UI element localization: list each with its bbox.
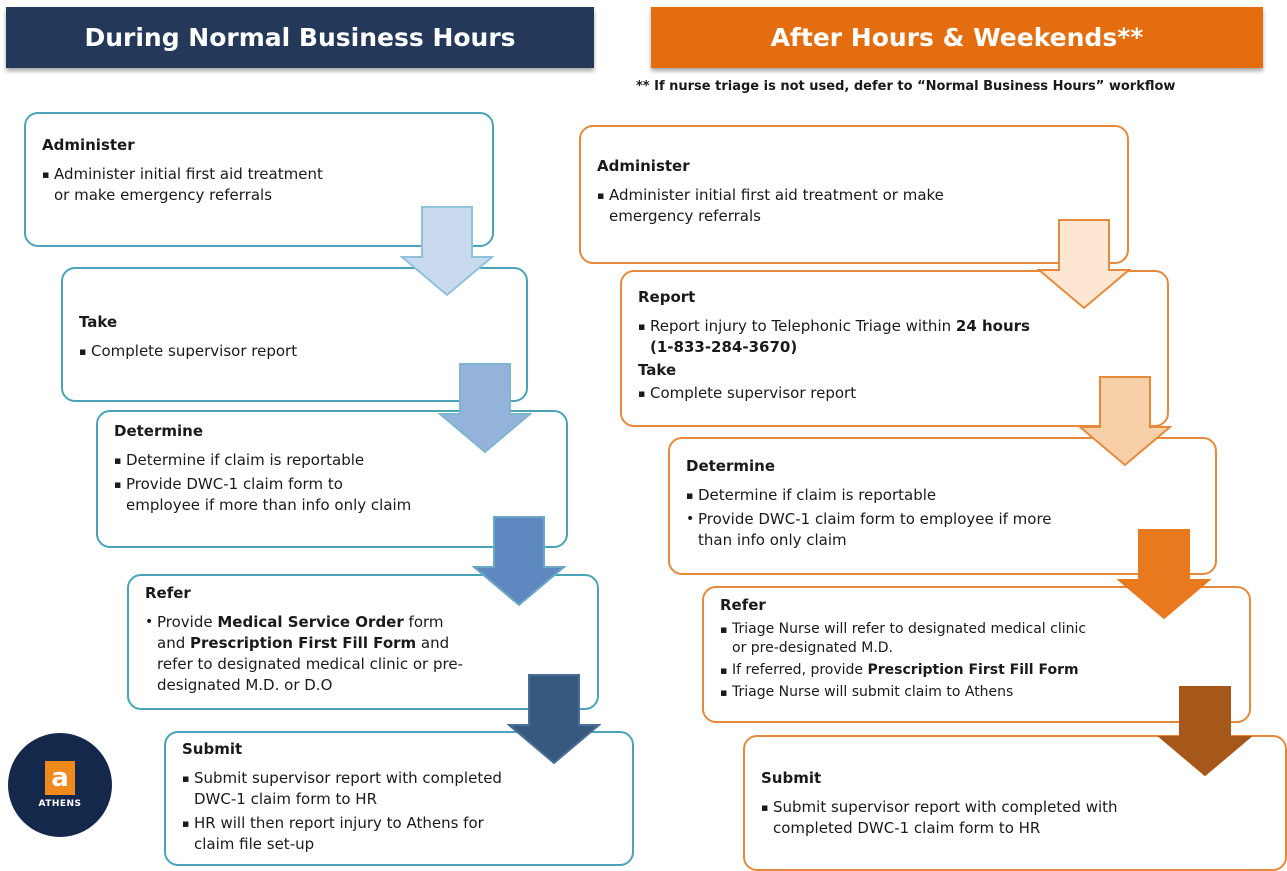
box-heading: Administer (597, 157, 690, 175)
down-arrow-icon (400, 206, 494, 297)
text-span: If referred, provide (732, 662, 868, 678)
box-heading: Refer (145, 584, 191, 602)
down-arrow-icon (1117, 529, 1211, 620)
left-determine-box: Determine Determine if claim is reportab… (96, 410, 568, 548)
right-administer-box: Administer Administer initial first aid … (579, 125, 1129, 264)
list-item: Report injury to Telephonic Triage withi… (638, 316, 1040, 358)
list-item: Determine if claim is reportable (686, 485, 1199, 506)
down-arrow-icon (438, 363, 532, 454)
text-span: Report injury to Telephonic Triage withi… (650, 317, 956, 335)
down-arrow-icon (1078, 376, 1172, 467)
bold-text: Medical Service Order (217, 613, 404, 631)
list-item: Submit supervisor report with completed … (182, 768, 504, 810)
list-item: Submit supervisor report with completed … (761, 797, 1143, 839)
text-span: Provide (157, 613, 218, 631)
list-item: Provide Medical Service Order form and P… (145, 612, 467, 696)
after-hours-banner: After Hours & Weekends** (651, 7, 1263, 68)
list-item: Triage Nurse will submit claim to Athens (720, 683, 1233, 702)
bold-text: Prescription First Fill Form (867, 662, 1079, 678)
list-item: Administer initial first aid treatment o… (597, 185, 954, 227)
box-heading: Determine (686, 457, 775, 475)
down-arrow-icon (1037, 219, 1131, 310)
list-item: Complete supervisor report (638, 383, 1151, 404)
bold-text: 24 hours (1-833-284-3670) (650, 317, 1030, 356)
logo-text: ATHENS (38, 799, 82, 809)
athens-logo: a ATHENS (8, 733, 112, 837)
left-refer-box: Refer Provide Medical Service Order form… (127, 574, 599, 710)
down-arrow-icon (507, 674, 601, 765)
nurse-triage-note: ** If nurse triage is not used, defer to… (636, 79, 1176, 94)
box-heading: Submit (182, 740, 243, 758)
right-report-box: Report Report injury to Telephonic Triag… (620, 270, 1169, 427)
list-item: Provide DWC-1 claim form to employee if … (686, 509, 1068, 551)
bold-text: Prescription First Fill Form (190, 634, 417, 652)
box-heading: Refer (720, 596, 766, 614)
list-item: If referred, provide Prescription First … (720, 661, 1233, 680)
box-heading: Submit (761, 769, 822, 787)
list-item: Determine if claim is reportable (114, 450, 550, 471)
list-item: Complete supervisor report (79, 341, 510, 362)
list-item: Administer initial first aid treatment o… (42, 164, 329, 206)
box-heading: Report (638, 288, 696, 306)
box-heading: Administer (42, 136, 135, 154)
box-heading: Take (79, 313, 118, 331)
down-arrow-icon (1158, 686, 1252, 777)
box-heading: Determine (114, 422, 203, 440)
normal-hours-banner: During Normal Business Hours (6, 7, 594, 68)
down-arrow-icon (472, 516, 566, 607)
logo-mark: a (45, 761, 75, 795)
list-item: Provide DWC-1 claim form to employee if … (114, 474, 416, 516)
text-span: form and (157, 613, 444, 652)
list-item: HR will then report injury to Athens for… (182, 813, 504, 855)
list-item: Triage Nurse will refer to designated me… (720, 620, 1102, 658)
box-heading: Take (638, 361, 677, 379)
left-administer-box: Administer Administer initial first aid … (24, 112, 494, 247)
text-span: and refer to designated medical clinic o… (157, 634, 463, 694)
